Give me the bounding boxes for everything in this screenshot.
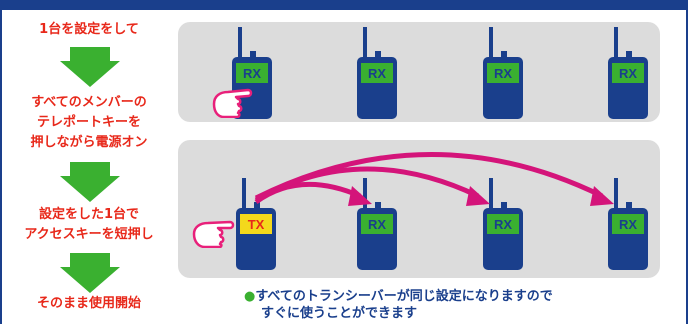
down-arrow-icon <box>60 253 120 293</box>
rx-label: RX <box>619 217 637 232</box>
rx-label: RX <box>368 66 386 81</box>
step-2-line-2: テレポートキーを <box>36 115 141 130</box>
arc-to-radio-4 <box>254 152 604 201</box>
tx-label: TX <box>248 217 265 232</box>
step-4-text: そのまま使用開始 <box>36 296 141 311</box>
transceiver-icon: RX <box>357 27 397 123</box>
step-3-text: 設定をした1台で アクセスキーを短押し <box>0 205 178 245</box>
step-3-line-2: アクセスキーを短押し <box>24 227 154 242</box>
transceiver-icon: RX <box>483 178 523 274</box>
rx-label: RX <box>619 66 637 81</box>
arrowhead-icon <box>348 186 372 206</box>
transceiver-icon: RX <box>608 178 648 274</box>
down-arrow-icon <box>60 47 120 87</box>
pointing-hand-icon <box>192 220 235 248</box>
step-2-text: すべてのメンバーの テレポートキーを 押しながら電源オン <box>0 93 178 153</box>
rx-label: RX <box>368 217 386 232</box>
transceiver-icon: TX <box>236 178 276 274</box>
arrowhead-icon <box>590 186 614 206</box>
arrowhead-icon <box>466 186 490 206</box>
top-border-bar <box>0 0 688 10</box>
pointing-hand-icon <box>212 88 253 118</box>
note-line-2: すぐに使うことができます <box>261 306 418 321</box>
note-line-1: すべてのトランシーバーが同じ設定になりますので <box>255 289 553 304</box>
transceiver-icon: RX <box>483 27 523 123</box>
green-bullet-icon: ● <box>244 289 256 304</box>
transceiver-icon: RX <box>608 27 648 123</box>
down-arrow-icon <box>60 162 120 202</box>
rx-label: RX <box>494 66 512 81</box>
rx-label: RX <box>243 66 261 81</box>
step-3-line-1: 設定をした1台で <box>38 207 140 222</box>
rx-label: RX <box>494 217 512 232</box>
step-2-line-3: 押しながら電源オン <box>30 135 148 150</box>
transceiver-icon: RX <box>357 178 397 274</box>
transceiver-icon: RX <box>232 27 272 123</box>
result-note: ●すべてのトランシーバーが同じ設定になりますので すぐに使うことができます <box>244 288 674 322</box>
step-1-text: 1台を設定をして <box>39 22 139 37</box>
step-2-line-1: すべてのメンバーの <box>31 95 147 110</box>
